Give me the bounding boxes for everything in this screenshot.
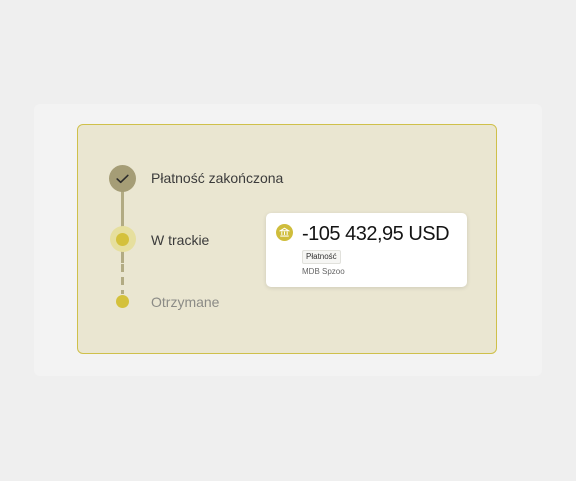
step-completed-node <box>109 165 136 192</box>
bank-icon-glyph <box>279 227 290 237</box>
transaction-amount: -105 432,95 USD <box>302 223 450 245</box>
check-icon <box>116 174 129 183</box>
step-pending-node <box>116 295 129 308</box>
step-label-completed: Płatność zakończona <box>151 170 284 186</box>
step-label-in-progress: W trackie <box>151 232 210 248</box>
timeline-line-pending <box>121 264 124 294</box>
transaction-counterparty: MDB Spzoo <box>302 267 345 276</box>
timeline-line-completed <box>121 188 124 263</box>
transaction-card[interactable]: -105 432,95 USD Płatność MDB Spzoo <box>266 213 467 287</box>
transaction-type-badge: Płatność <box>302 250 341 264</box>
step-label-pending: Otrzymane <box>151 294 220 310</box>
bank-icon <box>276 224 293 241</box>
step-in-progress-node <box>116 233 129 246</box>
